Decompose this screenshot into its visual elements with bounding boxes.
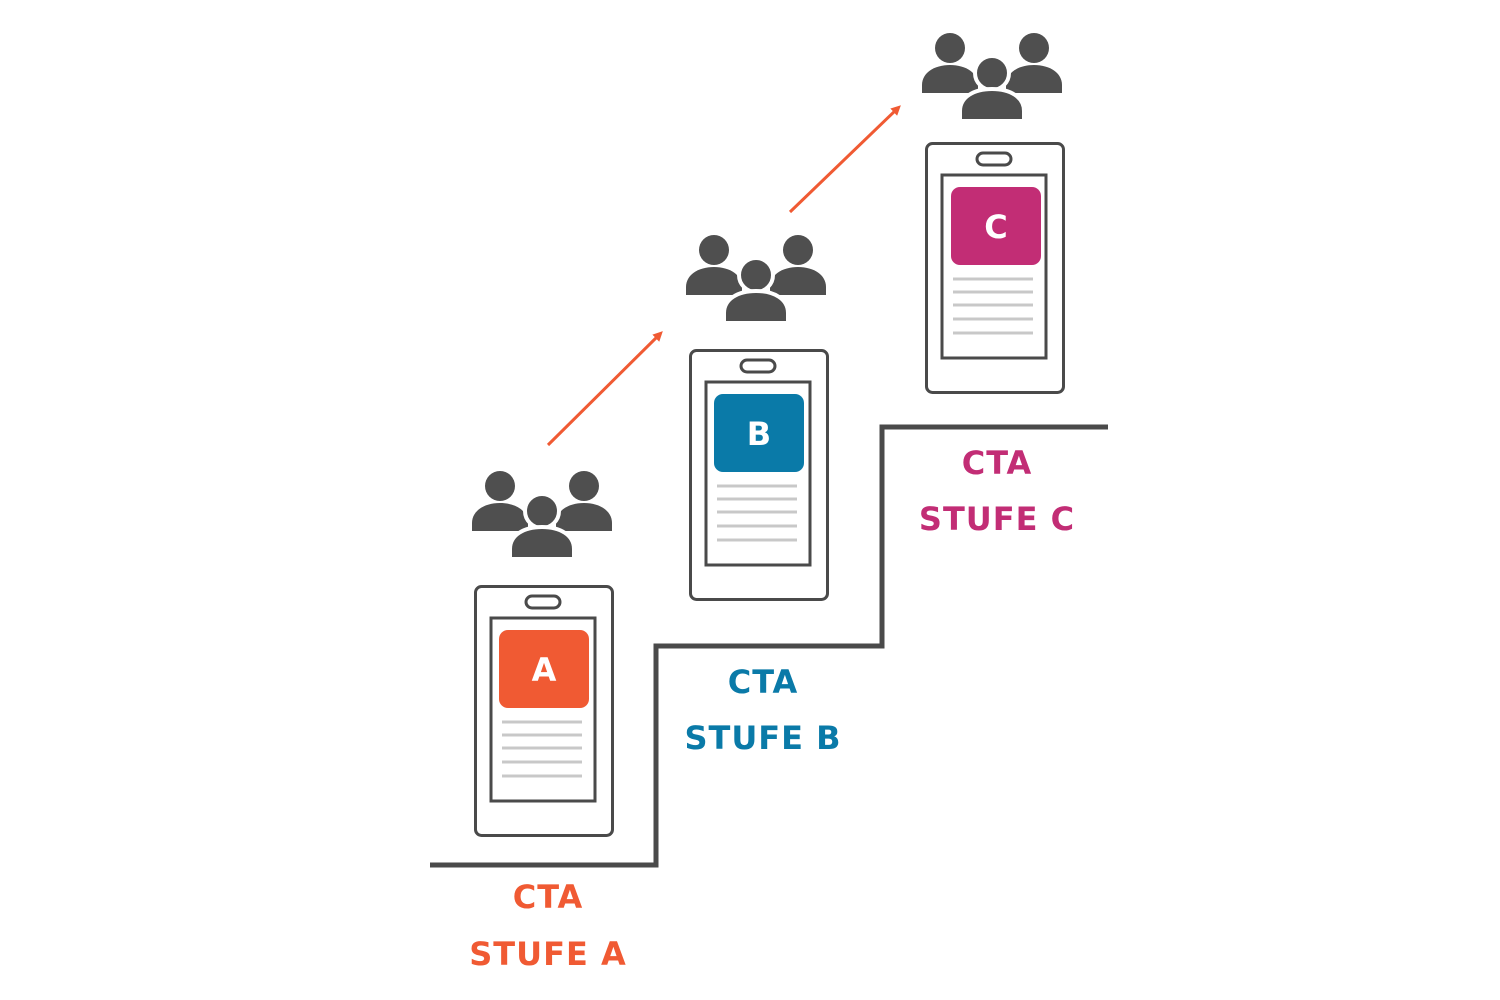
stage-b: B CTA STUFE B: [684, 233, 841, 757]
stage-c-badge: [951, 187, 1041, 265]
smartphone-icon: [689, 349, 829, 601]
stage-b-badge: [714, 394, 804, 472]
arrow-up-right-icon: [788, 105, 901, 214]
people-group-icon: [686, 233, 826, 323]
stage-a-badge-letter: A: [532, 651, 557, 689]
stage-a: A CTA STUFE A: [469, 469, 626, 973]
people-group-icon: [922, 31, 1062, 121]
arrow-up-right-icon: [546, 331, 663, 447]
stage-a-stufe-label: STUFE A: [469, 935, 626, 973]
stage-b-cta-label: CTA: [728, 663, 799, 701]
stage-c-stufe-label: STUFE C: [919, 500, 1075, 538]
staircase-line: [430, 424, 1108, 868]
stage-c: C CTA STUFE C: [919, 31, 1075, 538]
stage-c-badge-letter: C: [984, 208, 1007, 246]
smartphone-icon: [925, 142, 1065, 394]
stage-a-badge: [499, 630, 589, 708]
smartphone-icon: [474, 585, 614, 837]
stage-b-stufe-label: STUFE B: [684, 719, 841, 757]
people-group-icon: [472, 469, 612, 559]
stage-a-cta-label: CTA: [513, 878, 584, 916]
stage-c-cta-label: CTA: [962, 444, 1033, 482]
stage-b-badge-letter: B: [747, 415, 771, 453]
